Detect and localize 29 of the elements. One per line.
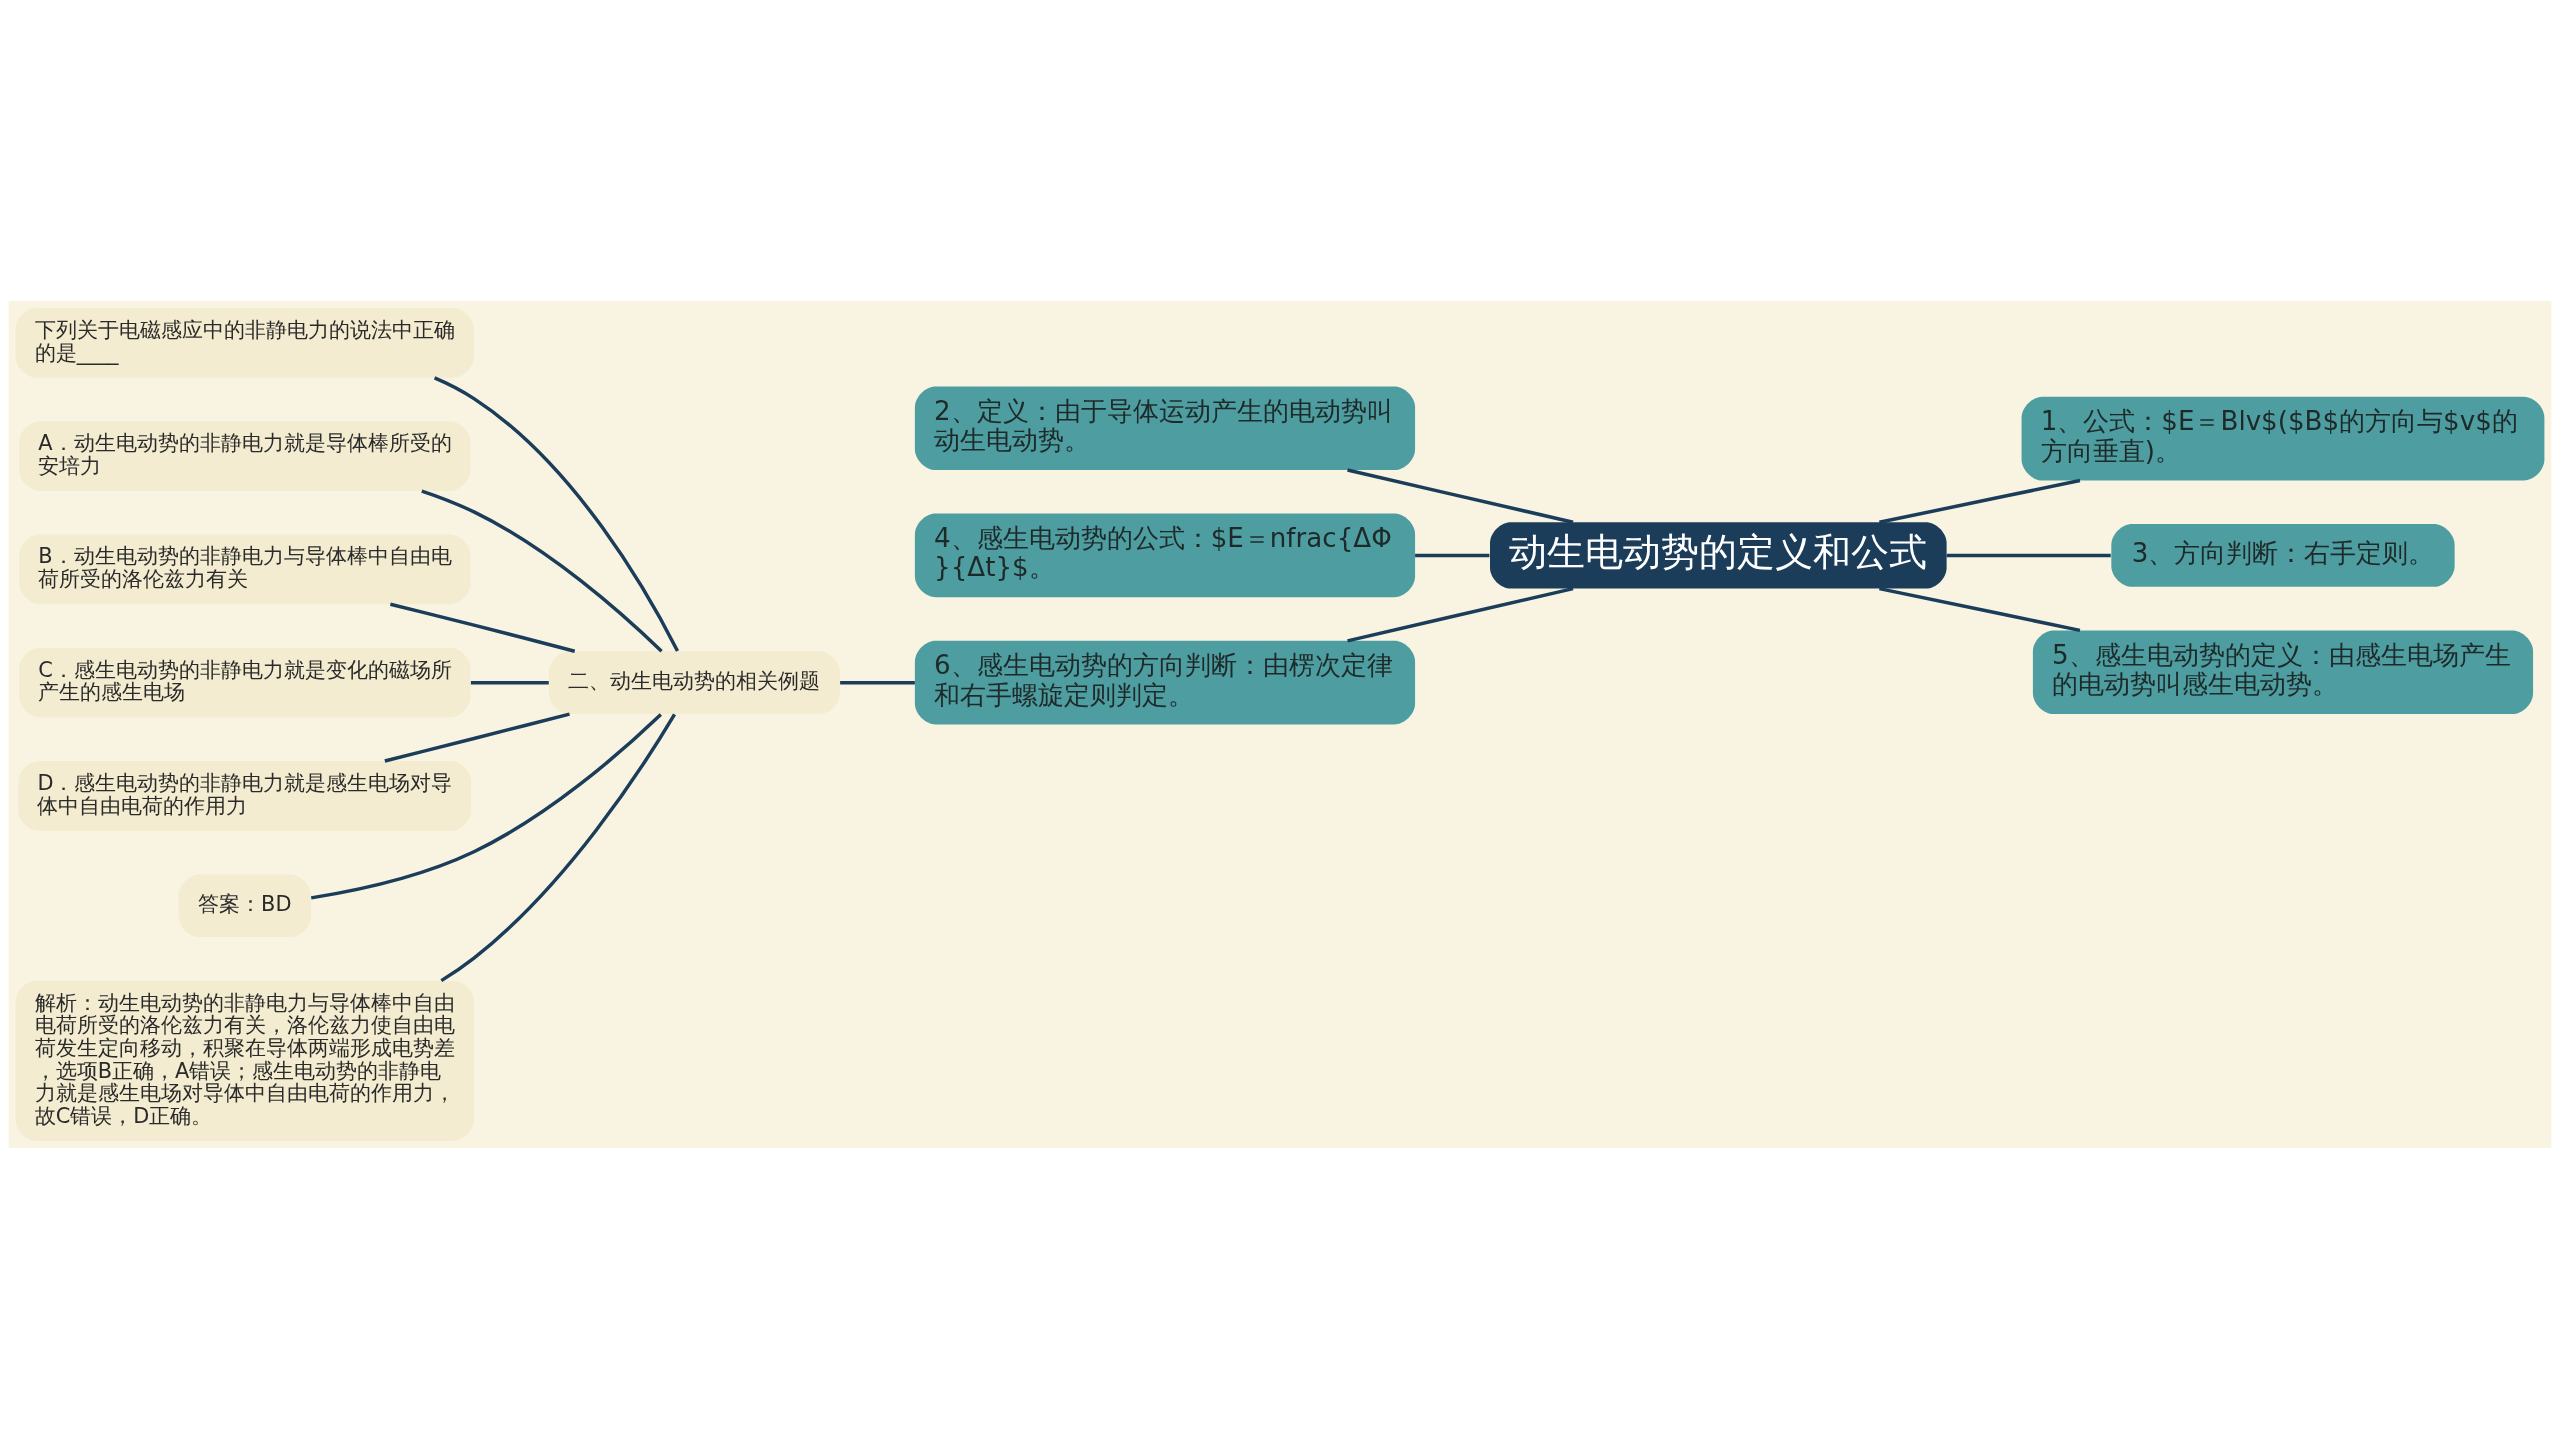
connector [440, 712, 677, 982]
node-box: C．感生电动势的非静电力就是变化的磁场所产生的感生电场 [19, 647, 471, 718]
node-box: 1、公式：$E＝Blv$($B$的方向与$v$的方向垂直)。 [2021, 396, 2545, 480]
connector [389, 602, 576, 653]
node-box: 6、感生电动势的方向判断：由楞次定律和右手螺旋定则判定。 [914, 640, 1416, 724]
node-box: 答案：BD [178, 873, 311, 937]
connector [310, 712, 663, 900]
node-box: A．动生电动势的非静电力就是导体棒所受的安培力 [19, 420, 471, 491]
node-box: 3、方向判断：右手定则。 [2111, 523, 2455, 587]
connector [1879, 586, 2081, 632]
connector [433, 375, 680, 652]
node-box: 4、感生电动势的公式：$E＝nfrac{ΔΦ}{Δt}$。 [914, 513, 1416, 597]
connector [384, 711, 570, 763]
node-box: B．动生电动势的非静电力与导体棒中自由电荷所受的洛伦兹力有关 [19, 534, 471, 604]
connector [470, 680, 549, 684]
node-box: 动生电动势的定义和公式 [1490, 521, 1947, 589]
connector [1415, 553, 1490, 557]
connector [1879, 478, 2081, 524]
node-box: 二、动生电动势的相关例题 [548, 650, 840, 714]
node-box: D．感生电动势的非静电力就是感生电场对导体中自由电荷的作用力 [18, 760, 472, 831]
connector [421, 488, 663, 652]
node-box: 5、感生电动势的定义：由感生电场产生的电动势叫感生电动势。 [2032, 629, 2534, 714]
node-box: 2、定义：由于导体运动产生的电动势叫动生电动势。 [914, 385, 1416, 470]
connector [1946, 553, 2111, 557]
connector [840, 680, 915, 684]
node-box: 解析：动生电动势的非静电力与导体棒中自由电荷所受的洛伦兹力有关，洛伦兹力使自由电荷发生定向移动，积聚在导体两端形成电势差，选项B正确，A错误；感生电动势的非静电力就是感生电场对导体中自由电荷的作用力，故C错误，D正确。 [15, 980, 474, 1141]
connector [1347, 586, 1574, 643]
node-box: 下列关于电磁感应中的非静电力的说法中正确的是____ [15, 307, 474, 378]
connector [1347, 467, 1574, 524]
